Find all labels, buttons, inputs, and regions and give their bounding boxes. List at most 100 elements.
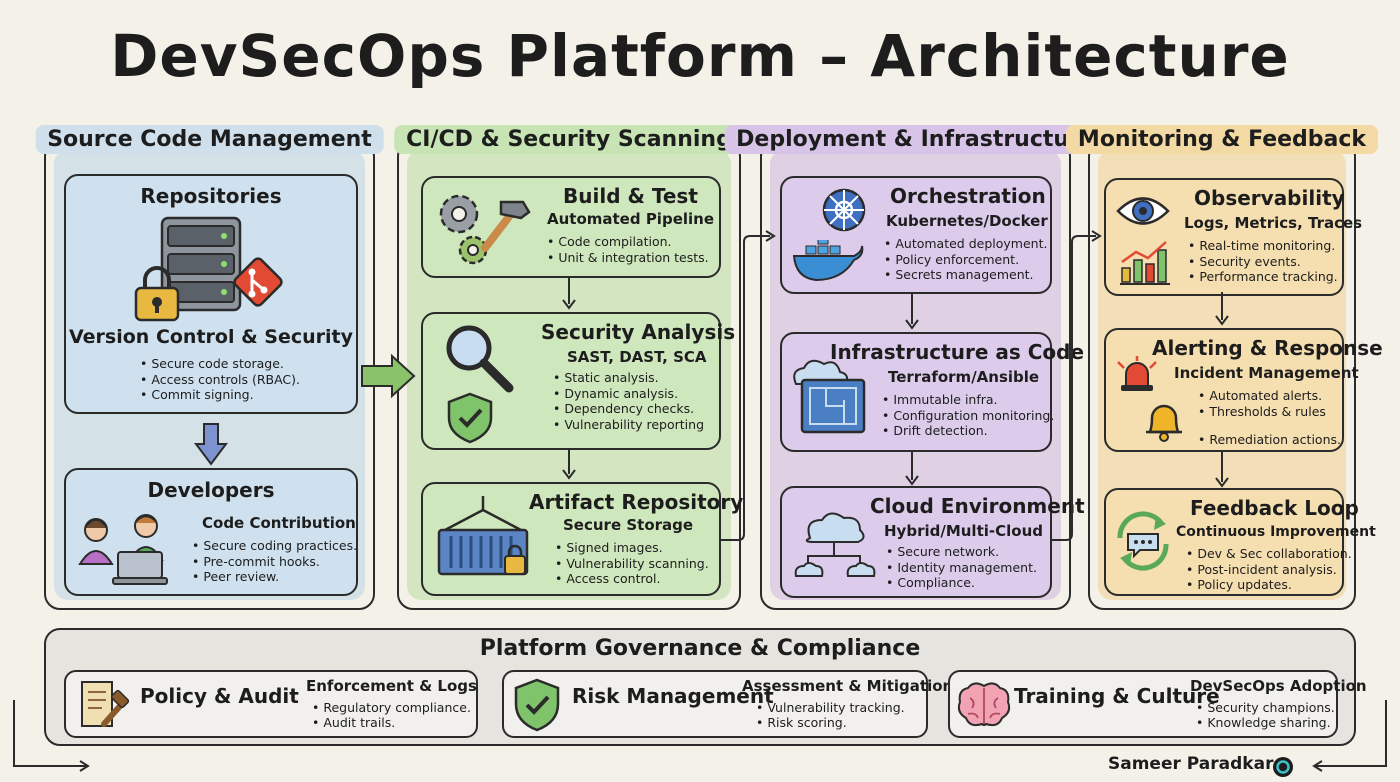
bullet-item: Vulnerability tracking.	[756, 700, 904, 715]
padlock-icon	[132, 264, 182, 326]
flow-arrow	[720, 235, 770, 541]
feedback-arrow-left	[13, 700, 86, 767]
magnifier-icon	[441, 320, 515, 398]
infrastructure-as-code-box: Infrastructure as Code Terraform/Ansible…	[780, 332, 1084, 452]
bullet-list: Security champions. Knowledge sharing.	[1196, 700, 1335, 730]
author-credit: Sameer Paradkar	[1108, 754, 1274, 774]
bullet-list: Secure coding practices. Pre-commit hook…	[192, 538, 357, 585]
column-title: Deployment & Infrastructure	[724, 125, 1107, 154]
alerting-response-box: Alerting & Response Incident Management …	[1104, 328, 1383, 452]
bullet-list: Secure code storage. Access controls (RB…	[140, 356, 300, 403]
brain-icon	[956, 680, 1012, 734]
bullet-item: Unit & integration tests.	[547, 250, 708, 266]
bullet-item: Audit trails.	[312, 715, 471, 730]
bullet-item: Risk scoring.	[756, 715, 905, 730]
box-subtitle: Incident Management	[1174, 364, 1359, 382]
column-title: Monitoring & Feedback	[1065, 125, 1379, 154]
orchestration-box: Orchestration Kubernetes/Docker Automate…	[780, 176, 1052, 294]
box-title: Infrastructure as Code	[830, 340, 1085, 364]
box-title: Orchestration	[890, 184, 1046, 208]
bullet-item: Automated deployment.	[884, 236, 1047, 252]
risk-management-box: Risk Management Assessment & Mitigation …	[502, 670, 953, 738]
box-title: Developers	[147, 478, 275, 502]
column-source-code-management: Source Code Management Repositories	[35, 125, 384, 610]
eye-icon	[1116, 194, 1170, 232]
column-title: Source Code Management	[35, 125, 384, 154]
cloud-environment-box: Cloud Environment Hybrid/Multi-Cloud Sec…	[780, 486, 1085, 598]
bullet-list: Signed images. Vulnerability scanning. A…	[555, 540, 709, 587]
shield-icon	[512, 678, 562, 736]
box-subtitle: Logs, Metrics, Traces	[1184, 214, 1363, 232]
bullet-list: Real-time monitoring. Security events. P…	[1188, 238, 1338, 285]
bullet-item: Dev & Sec collaboration.	[1186, 546, 1351, 562]
flow-arrowhead	[79, 760, 90, 772]
bullet-item: Policy enforcement.	[884, 252, 1047, 268]
box-title: Repositories	[140, 184, 282, 208]
page-title: DevSecOps Platform – Architecture	[110, 22, 1290, 90]
author-badge-icon	[1272, 756, 1294, 782]
box-subtitle: Automated Pipeline	[547, 210, 714, 228]
bullet-item: Identity management.	[886, 560, 1037, 576]
container-icon	[433, 492, 533, 592]
column-cicd-security-scanning: CI/CD & Security Scanning Build & Test A…	[394, 125, 744, 610]
bullet-item: Commit signing.	[140, 387, 300, 403]
box-subtitle: SAST, DAST, SCA	[567, 348, 707, 366]
box-subtitle: Kubernetes/Docker	[886, 212, 1048, 230]
governance-item-subtitle: Enforcement & Logs	[306, 677, 477, 695]
gears-icon	[433, 188, 493, 272]
bullet-item: Peer review.	[192, 569, 357, 585]
policy-audit-box: Policy & Audit Enforcement & Logs Regula…	[64, 670, 478, 738]
bullet-item: Secure code storage.	[140, 356, 300, 372]
bullet-item: Security events.	[1188, 254, 1338, 270]
refresh-chat-icon	[1110, 508, 1176, 578]
flow-arrowhead	[1091, 230, 1102, 242]
bullet-item: Dependency checks.	[553, 401, 704, 417]
bullet-item: Compliance.	[886, 575, 1037, 591]
column-monitoring-feedback: Monitoring & Feedback Observability Logs…	[1065, 125, 1383, 610]
bullet-item: Regulatory compliance.	[312, 700, 471, 715]
flow-arrowhead	[1215, 477, 1229, 488]
bullet-list: Automated deployment. Policy enforcement…	[884, 236, 1047, 283]
bullet-item: Secure coding practices.	[192, 538, 357, 554]
box-subtitle: Secure Storage	[563, 516, 694, 534]
bullet-list: Secure network. Identity management. Com…	[886, 544, 1037, 591]
training-culture-box: Training & Culture DevSecOps Adoption Se…	[948, 670, 1367, 738]
build-test-box: Build & Test Automated Pipeline Code com…	[421, 176, 721, 278]
bullet-item: Configuration monitoring.	[882, 408, 1054, 424]
server-icon	[158, 216, 244, 320]
bullet-item: Secrets management.	[884, 267, 1047, 283]
bar-chart-icon	[1118, 238, 1172, 290]
bullet-item: Access control.	[555, 571, 709, 587]
docker-whale-icon	[792, 235, 864, 288]
governance-title: Platform Governance & Compliance	[479, 636, 921, 661]
flow-arrowhead	[905, 475, 919, 486]
box-title: Security Analysis	[541, 320, 736, 344]
flow-arrow	[1050, 235, 1096, 541]
governance-item-name: Policy & Audit	[140, 684, 299, 708]
feedback-arrow-right	[1316, 700, 1387, 767]
arrow-right-icon	[361, 353, 416, 399]
bullet-item: Code compilation.	[547, 234, 709, 250]
shield-check-icon	[445, 392, 495, 448]
box-subtitle: Continuous Improvement	[1176, 524, 1376, 540]
flow-arrowhead	[562, 469, 576, 480]
security-analysis-box: Security Analysis SAST, DAST, SCA Static…	[421, 312, 735, 450]
bullet-item: Knowledge sharing.	[1196, 715, 1335, 730]
box-title: Observability	[1194, 186, 1345, 210]
flow-arrowhead	[1312, 760, 1323, 772]
bullet-item: Performance tracking.	[1188, 269, 1337, 285]
bullet-item: Drift detection.	[882, 423, 1054, 439]
column-title: CI/CD & Security Scanning	[394, 125, 744, 154]
box-title: Build & Test	[563, 184, 698, 208]
siren-icon	[1116, 356, 1158, 396]
box-title: Alerting & Response	[1152, 336, 1383, 360]
bullet-list: Code compilation. Unit & integration tes…	[547, 234, 709, 266]
governance-item-subtitle: Assessment & Mitigation	[742, 677, 954, 695]
cloud-icon	[788, 508, 880, 592]
repositories-box: Repositories Version Cont	[64, 174, 358, 414]
bullet-list: Vulnerability tracking. Risk scoring.	[756, 700, 905, 730]
bullet-item: Static analysis.	[553, 370, 704, 386]
bullet-item: Access controls (RBAC).	[140, 372, 300, 388]
governance-panel: Platform Governance & Compliance Policy …	[44, 628, 1367, 746]
